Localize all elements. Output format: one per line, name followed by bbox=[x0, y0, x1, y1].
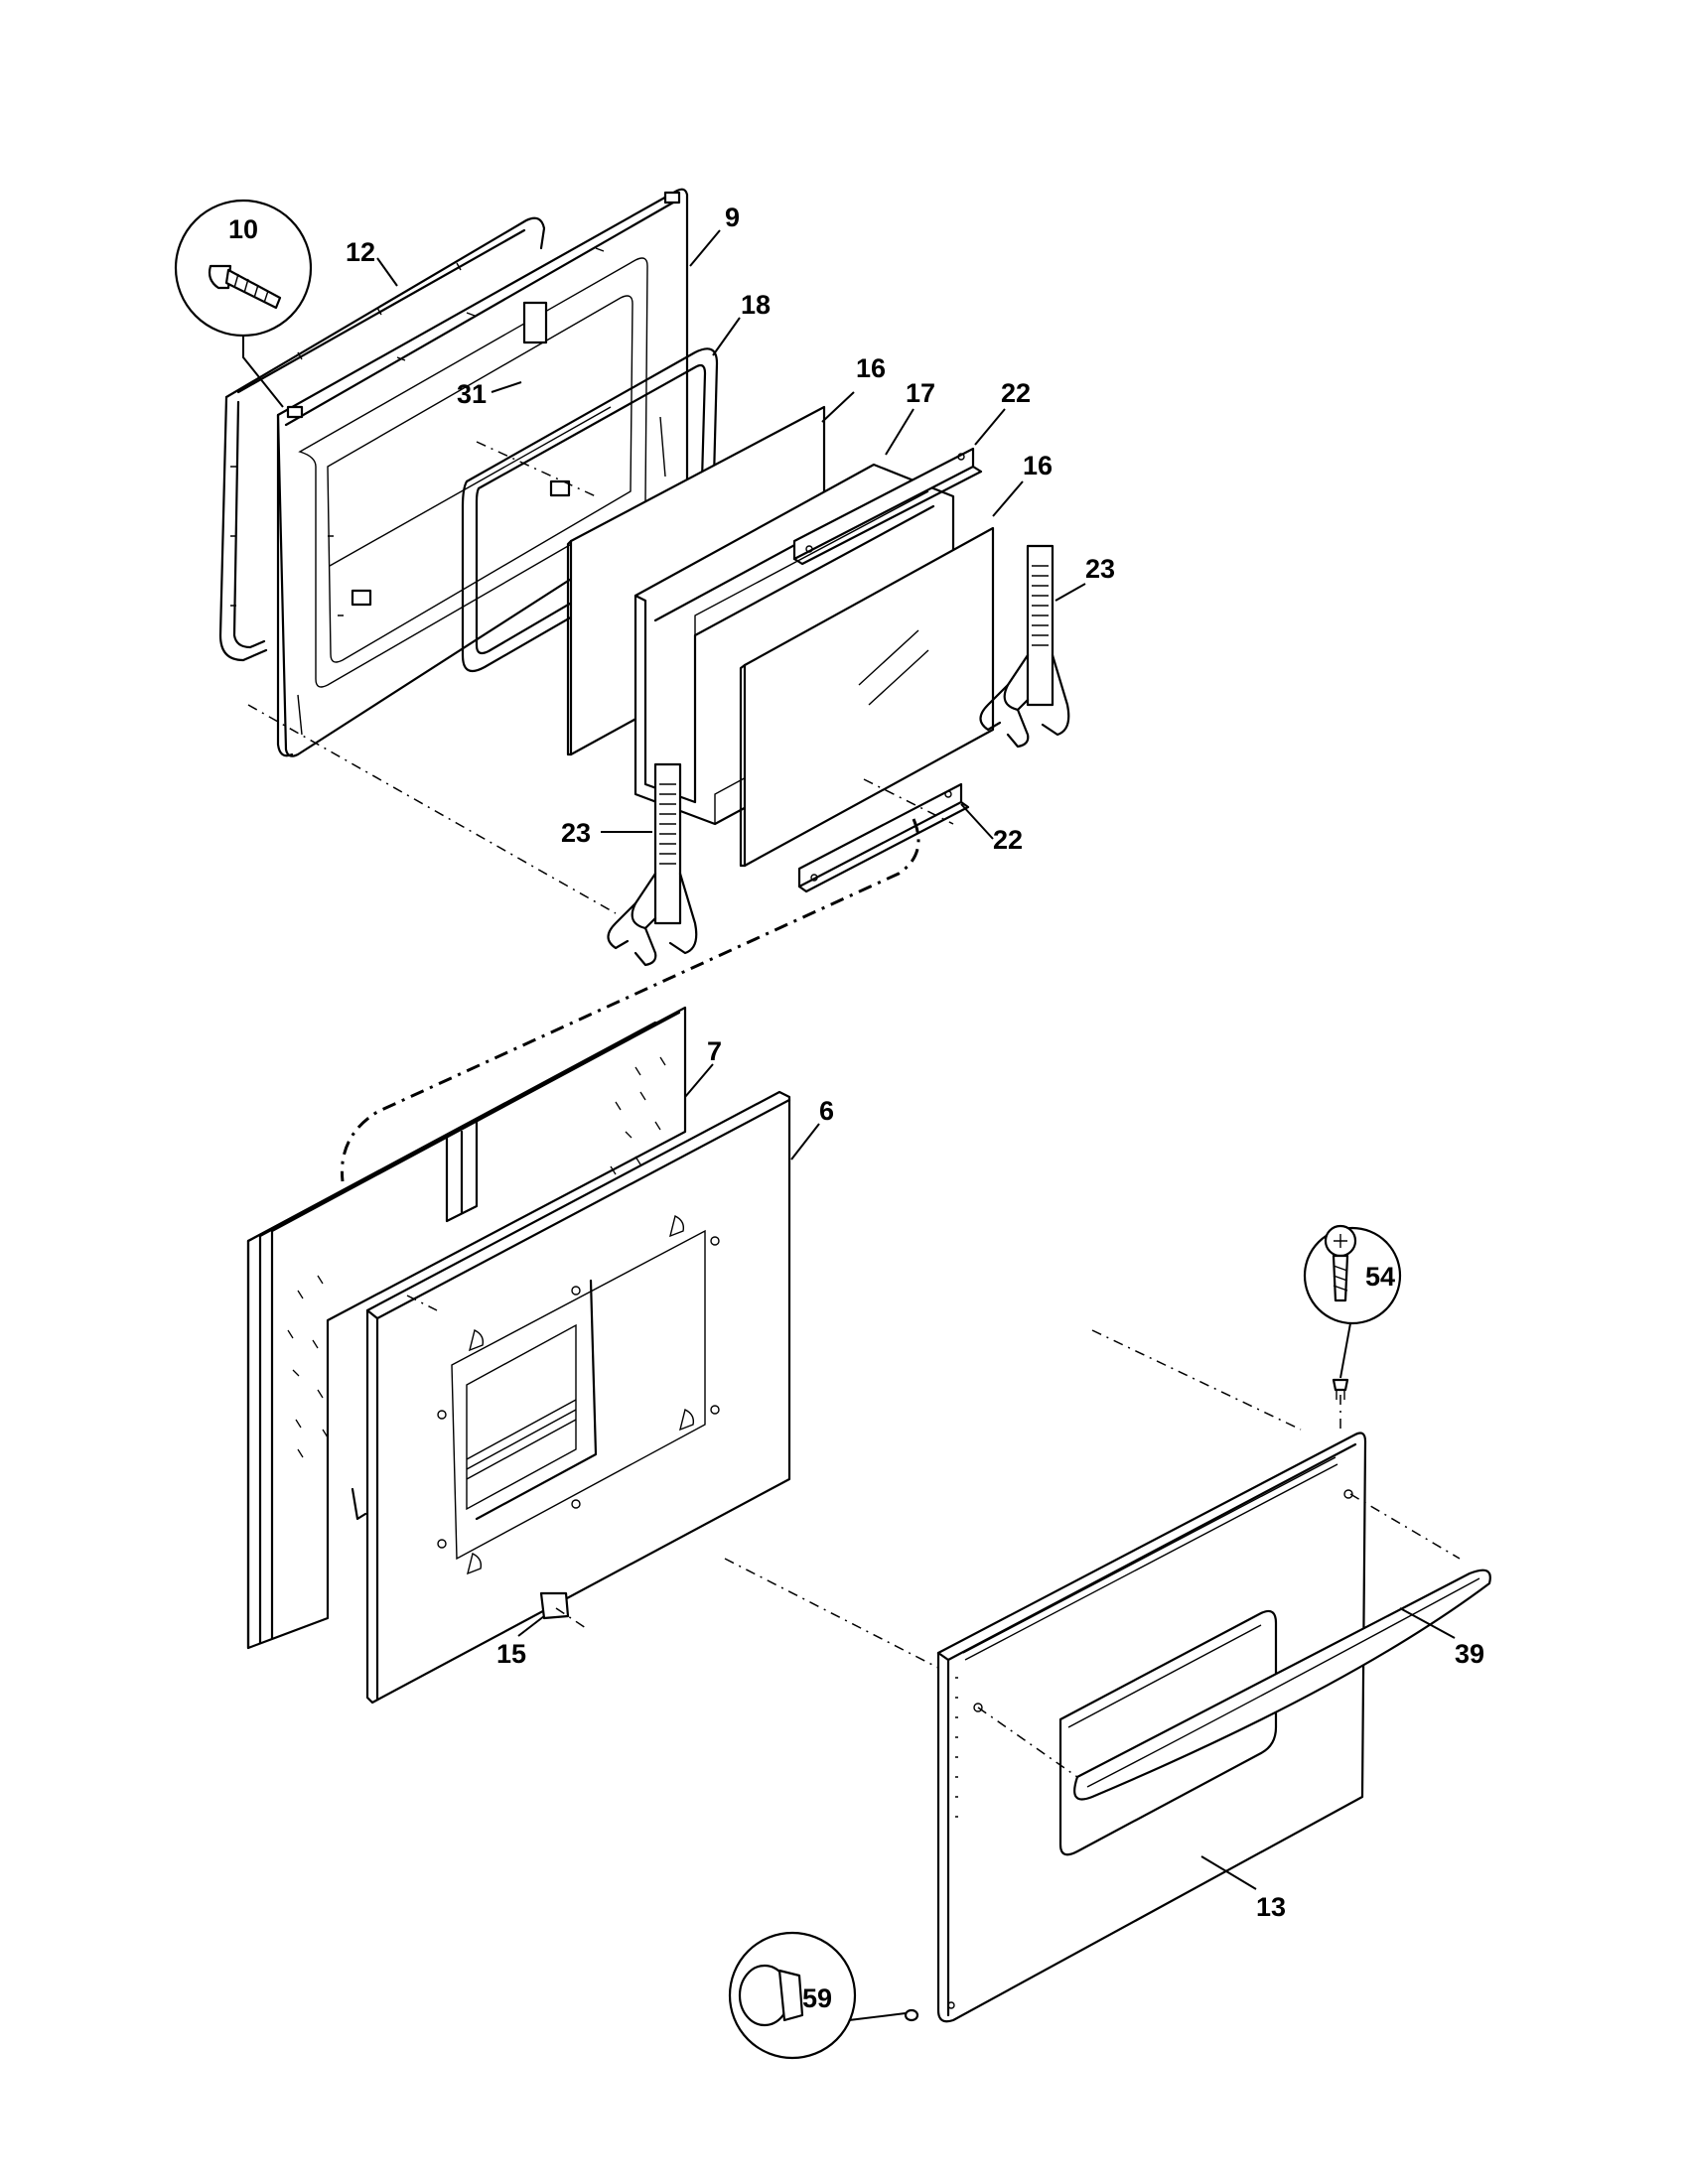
alignment-line bbox=[724, 1558, 939, 1669]
callout-59: 59 bbox=[802, 1983, 832, 2013]
callout-16-rear: 16 bbox=[1023, 451, 1053, 480]
alignment-line bbox=[340, 818, 920, 1182]
leader-31 bbox=[491, 381, 522, 393]
door-handle-39 bbox=[1073, 1569, 1491, 1801]
leader-16b bbox=[992, 480, 1024, 517]
alignment-line bbox=[406, 1295, 438, 1311]
callout-10: 10 bbox=[228, 214, 258, 244]
callout-6: 6 bbox=[819, 1096, 834, 1126]
leader-18 bbox=[712, 317, 741, 356]
leader-22a bbox=[974, 408, 1006, 446]
glass-channel-22-top bbox=[792, 447, 983, 566]
door-hinge-23-right bbox=[979, 544, 1070, 749]
leader-22b bbox=[960, 803, 994, 840]
callout-13: 13 bbox=[1256, 1892, 1286, 1922]
detail-circle-screw-10 bbox=[174, 199, 313, 408]
callout-12: 12 bbox=[346, 237, 375, 267]
leader-9 bbox=[689, 229, 721, 267]
door-liner-panel-6 bbox=[351, 1090, 791, 1705]
alignment-line bbox=[977, 1706, 1078, 1778]
door-hinge-23-left bbox=[607, 762, 698, 967]
leader-23a bbox=[1055, 583, 1086, 602]
leader-39 bbox=[1399, 1607, 1456, 1639]
callout-23-right: 23 bbox=[1085, 554, 1115, 584]
door-insulation-7 bbox=[246, 1006, 687, 1650]
leader-12 bbox=[376, 257, 398, 287]
glass-channel-22-bottom bbox=[797, 782, 970, 893]
plug-59-installed bbox=[904, 2008, 919, 2022]
callout-54: 54 bbox=[1365, 1262, 1395, 1292]
callout-18: 18 bbox=[741, 290, 771, 320]
callout-22-top: 22 bbox=[1001, 378, 1031, 408]
alignment-line bbox=[1091, 1329, 1302, 1431]
leader-16a bbox=[821, 391, 855, 423]
door-gasket-12 bbox=[218, 216, 546, 662]
leader-17 bbox=[885, 408, 914, 456]
callout-9: 9 bbox=[725, 203, 740, 232]
outer-door-panel-13 bbox=[936, 1432, 1367, 2023]
glass-panel-16-rear bbox=[739, 526, 995, 868]
callout-39: 39 bbox=[1455, 1639, 1484, 1669]
leader-6 bbox=[790, 1123, 820, 1160]
callout-23-left: 23 bbox=[561, 818, 591, 848]
alignment-line bbox=[555, 1607, 587, 1629]
detail-circle-screw-54 bbox=[1303, 1224, 1402, 1379]
leader-15 bbox=[517, 1615, 545, 1637]
detail-circle-plug-59 bbox=[728, 1931, 907, 2060]
alignment-line bbox=[1349, 1493, 1461, 1560]
screw-54-installed bbox=[1332, 1378, 1349, 1400]
leader-13 bbox=[1200, 1855, 1257, 1890]
callout-15: 15 bbox=[496, 1639, 526, 1669]
callout-7: 7 bbox=[707, 1036, 722, 1066]
alignment-line bbox=[863, 778, 954, 825]
callout-31: 31 bbox=[457, 379, 487, 409]
callout-22-bottom: 22 bbox=[993, 825, 1023, 855]
leader-7 bbox=[684, 1063, 714, 1098]
callout-17: 17 bbox=[906, 378, 935, 408]
callout-16-front: 16 bbox=[856, 353, 886, 383]
